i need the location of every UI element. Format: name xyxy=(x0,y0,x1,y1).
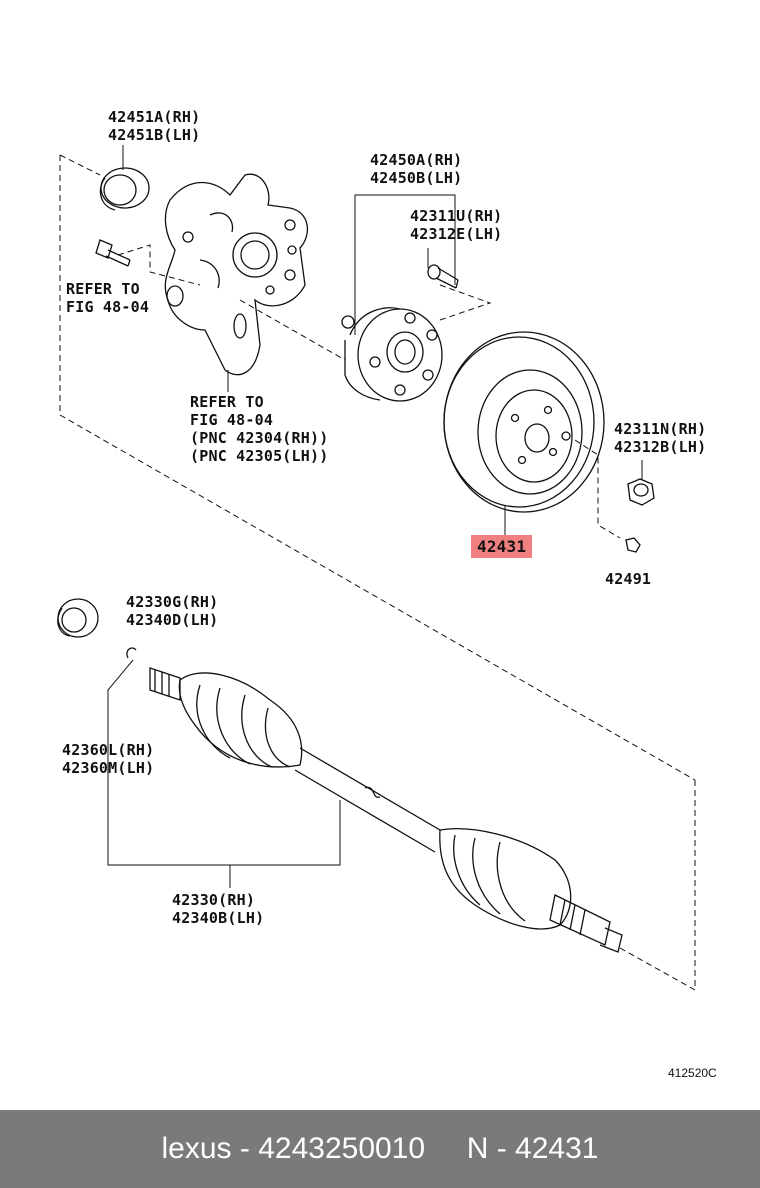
part-number: 42491 xyxy=(605,570,652,588)
shaft-seal-part xyxy=(57,598,99,638)
refer-fig: FIG 48-04 xyxy=(66,298,150,316)
hub-nut-part xyxy=(627,478,655,506)
part-number-lh: 42340D(LH) xyxy=(126,611,219,629)
part-number-rh: 42450A(RH) xyxy=(370,151,463,169)
part-label-snap-ring: 42360L(RH) 42360M(LH) xyxy=(62,741,154,777)
refer-text: REFER TO xyxy=(66,280,140,298)
footer-bar: lexus - 4243250010 N - 42431 xyxy=(0,1110,760,1188)
part-label-shaft-seal: 42330G(RH) 42340D(LH) xyxy=(126,593,218,629)
part-label-nut: 42311N(RH) 42312B(LH) xyxy=(614,420,706,456)
refer-note-knuckle: REFER TO FIG 48-04 xyxy=(66,280,149,316)
leader-lines xyxy=(107,145,643,888)
part-number-rh: 42330G(RH) xyxy=(126,593,219,611)
assembly-boundary-lines xyxy=(59,154,696,991)
oil-seal-part xyxy=(99,167,150,211)
diagram-code: 412520C xyxy=(668,1066,717,1080)
part-number-lh: 42312B(LH) xyxy=(614,438,707,456)
part-number-lh: 42451B(LH) xyxy=(108,126,201,144)
part-number-rh: 42451A(RH) xyxy=(108,108,201,126)
footer-caption: lexus - 4243250010 N - 42431 xyxy=(161,1132,599,1165)
part-label-screw: 42491 xyxy=(605,570,651,588)
part-number-lh: 42450B(LH) xyxy=(370,169,463,187)
hub-bearing-part xyxy=(341,307,443,402)
part-label-drive-shaft: 42330(RH) 42340B(LH) xyxy=(172,891,264,927)
highlighted-part-number[interactable]: 42431 xyxy=(471,535,533,558)
parts-diagram: 42451A(RH) 42451B(LH) 42450A(RH) 42450B(… xyxy=(57,108,717,1080)
snap-ring-part xyxy=(126,647,137,659)
part-number-lh: 42312E(LH) xyxy=(410,225,503,243)
part-number-rh: 42311N(RH) xyxy=(614,420,707,438)
refer-text: REFER TO xyxy=(190,393,264,411)
disc-screw-part xyxy=(625,537,641,553)
hub-bolt-part xyxy=(427,264,459,289)
brake-disc-part xyxy=(443,331,605,513)
part-label-seal-inner: 42451A(RH) 42451B(LH) xyxy=(108,108,200,144)
part-number-rh: 42311U(RH) xyxy=(410,207,503,225)
drive-shaft-part xyxy=(149,667,623,953)
steering-knuckle-part xyxy=(164,173,309,376)
part-label-disc[interactable]: 42431 xyxy=(471,535,533,558)
part-number-lh: 42340B(LH) xyxy=(172,909,265,927)
part-label-hub-bolt: 42311U(RH) 42312E(LH) xyxy=(410,207,502,243)
part-label-hub-bearing: 42450A(RH) 42450B(LH) xyxy=(370,151,462,187)
refer-fig: FIG 48-04 xyxy=(190,411,274,429)
exploded-view-drawing xyxy=(57,145,696,991)
refer-pnc-lh: (PNC 42305(LH)) xyxy=(190,447,329,465)
refer-pnc-rh: (PNC 42304(RH)) xyxy=(190,429,329,447)
refer-note-carrier: REFER TO FIG 48-04 (PNC 42304(RH)) (PNC … xyxy=(190,393,328,465)
part-number-rh: 42330(RH) xyxy=(172,891,256,909)
knuckle-bolt-part xyxy=(95,239,131,267)
part-number-rh: 42360L(RH) xyxy=(62,741,155,759)
part-number-lh: 42360M(LH) xyxy=(62,759,155,777)
